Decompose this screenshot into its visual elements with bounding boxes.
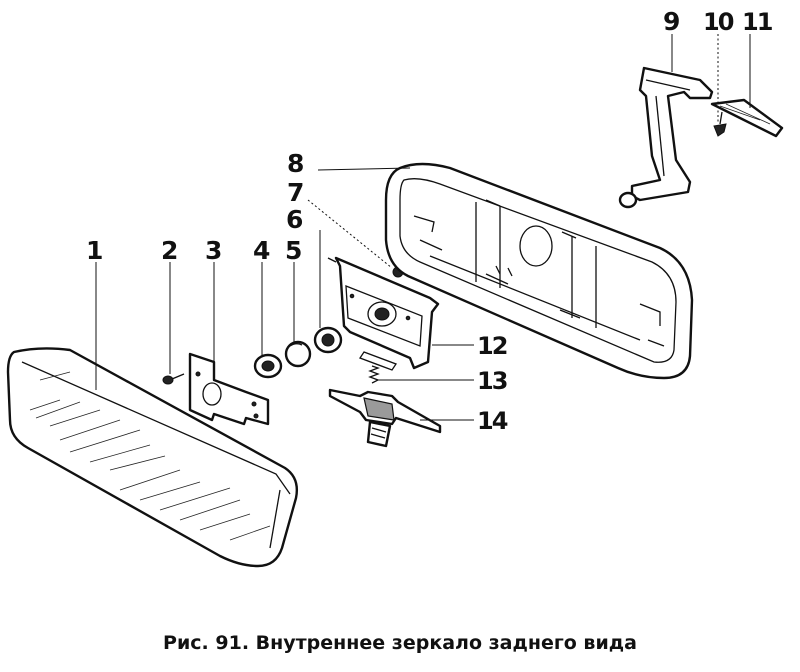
- part-3-bracket-plate: [188, 352, 270, 426]
- callout-labels: 1 2 3 4 5 6 7 8 9 10 11 12 13 14: [86, 7, 775, 435]
- callout-7: 7: [287, 178, 304, 207]
- leader-lines: [95, 34, 751, 421]
- part-12-mounting-plate: [327, 256, 440, 371]
- callout-10: 10: [703, 8, 734, 36]
- part-14-lever-clip: [328, 388, 442, 448]
- callout-12: 12: [477, 332, 507, 360]
- part-1-mirror-glass: [6, 347, 299, 568]
- callout-9: 9: [663, 7, 680, 36]
- part-2-screw: [162, 373, 185, 385]
- callout-8: 8: [287, 149, 304, 178]
- figure-caption: Рис. 91. Внутреннее зеркало заднего вида: [163, 632, 637, 654]
- callout-11: 11: [742, 8, 773, 36]
- callout-3: 3: [205, 236, 222, 265]
- glass-reflection-hatching: [29, 371, 271, 541]
- part-9-mounting-arm: [618, 66, 714, 209]
- callout-5: 5: [285, 236, 302, 265]
- part-13-spring: [368, 365, 380, 384]
- callout-14: 14: [477, 407, 508, 435]
- part-11-cover-plate: [710, 98, 784, 138]
- callout-6: 6: [286, 205, 303, 234]
- callout-13: 13: [477, 367, 507, 395]
- callout-4: 4: [253, 236, 270, 265]
- part-8-mirror-housing: [384, 162, 694, 380]
- part-10-screw: [713, 111, 727, 137]
- callout-1: 1: [86, 236, 103, 265]
- part-5-ball: [284, 340, 312, 368]
- callout-2: 2: [161, 236, 178, 265]
- part-4-socket-ring: [253, 353, 283, 379]
- part-6-bushing: [313, 326, 343, 354]
